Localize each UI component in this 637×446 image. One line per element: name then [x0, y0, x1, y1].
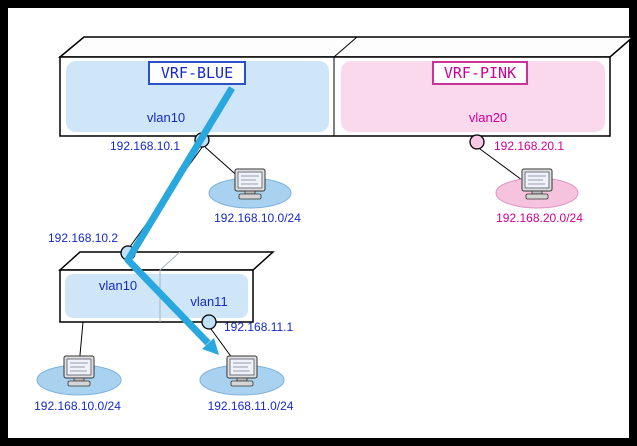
- segment-vlan20: [495, 168, 579, 209]
- segment-vlan11: [199, 355, 285, 396]
- network-vlan20-label: 192.168.20.0/24: [496, 211, 583, 225]
- segment-vlan10-core: [208, 168, 292, 209]
- access-switch-chassis: [58, 251, 275, 323]
- vrf-blue-title: VRF-BLUE: [148, 61, 246, 85]
- vlan11-access-label: vlan11: [190, 294, 228, 309]
- access-switch-vlan-region: [65, 274, 248, 318]
- computer-icon: [521, 168, 553, 200]
- vlan20-core-label: vlan20: [468, 110, 508, 125]
- vlan10-access-label: vlan10: [98, 278, 138, 293]
- vlan10-core-label: vlan10: [146, 110, 186, 125]
- vlan10-core-ip: 192.168.10.1: [110, 139, 181, 153]
- port-vlan20-core: [469, 134, 485, 150]
- computer-icon: [63, 355, 95, 387]
- segment-vlan10-access: [36, 355, 122, 396]
- network-vlan10-core-label: 192.168.10.0/24: [214, 211, 301, 225]
- link-vlan20-network: [479, 148, 523, 181]
- vlan20-core-ip: 192.168.20.1: [494, 139, 565, 153]
- vrf-blue-region: [66, 61, 329, 132]
- access-uplink-ip: 192.168.10.2: [48, 231, 119, 245]
- computer-icon: [234, 168, 266, 200]
- traffic-path-arrow: [124, 86, 235, 355]
- port-vlan11-access: [201, 314, 217, 330]
- core-switch-chassis: [57, 36, 636, 137]
- vrf-pink-region: [341, 61, 605, 132]
- vlan11-access-ip: 192.168.11.1: [224, 320, 294, 334]
- network-vlan11-label: 192.168.11.0/24: [207, 399, 294, 413]
- network-vlan10-access-label: 192.168.10.0/24: [34, 399, 121, 413]
- vrf-pink-title: VRF-PINK: [432, 61, 528, 85]
- computer-icon: [226, 355, 258, 387]
